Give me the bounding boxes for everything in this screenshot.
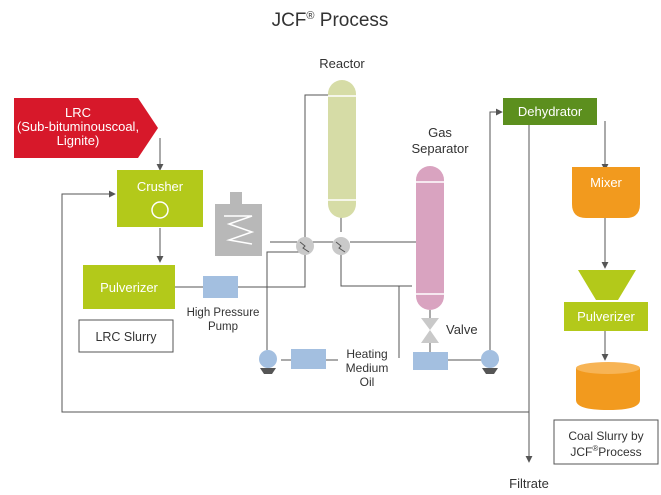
valve-label: Valve (446, 322, 478, 337)
pulverizer-left: Pulverizer (83, 265, 175, 309)
heater-unit (215, 192, 262, 256)
dehydrator-label: Dehydrator (518, 104, 583, 119)
reactor: Reactor (319, 56, 365, 218)
mixer: Mixer (572, 167, 640, 218)
lrc-label-line2: (Sub-bituminouscoal, (17, 119, 139, 134)
high-pressure-pump: High Pressure Pump (187, 276, 260, 333)
heating-medium-oil-label-line2: Medium (346, 361, 389, 375)
heat-exchanger-icon (224, 215, 255, 245)
filtrate-tank (413, 352, 448, 370)
high-pressure-pump-label-line2: Pump (208, 321, 238, 333)
filtrate-label: Filtrate (509, 476, 549, 491)
lrc-label-line1: LRC (65, 105, 91, 120)
gas-separator: Gas Separator (411, 125, 469, 310)
heat-exchanger-2 (332, 237, 350, 255)
lrc-slurry-label-box: LRC Slurry (78, 319, 174, 353)
valve-icon (421, 318, 439, 343)
crusher-rotor-icon (151, 201, 169, 219)
lrc-slurry-label: LRC Slurry (95, 330, 157, 344)
gas-separator-label-line1: Gas (428, 125, 452, 140)
heating-medium-oil-label: Heating Medium Oil (346, 347, 389, 389)
gas-separator-label-line2: Separator (411, 141, 469, 156)
pulverizer-right-label: Pulverizer (577, 309, 635, 324)
pump-icon (481, 350, 499, 368)
heating-medium-oil-label-line3: Oil (360, 375, 375, 389)
pulverizer-left-label: Pulverizer (100, 280, 158, 295)
coal-slurry-label-line2: JCF®Process (570, 444, 641, 459)
pulverizer-right: Pulverizer (564, 270, 648, 331)
heating-medium-pump (259, 350, 277, 374)
lrc-label-line3: Lignite) (57, 133, 100, 148)
dehydrator: Dehydrator (503, 98, 597, 125)
coal-slurry-label-box: Coal Slurry by JCF®Process (553, 419, 659, 465)
reactor-label: Reactor (319, 56, 365, 71)
crusher-label: Crusher (137, 179, 184, 194)
lrc-feed: LRC (Sub-bituminouscoal, Lignite) (14, 98, 158, 158)
product-tank (576, 362, 640, 410)
pump-icon (259, 350, 277, 368)
mixer-label: Mixer (590, 175, 622, 190)
diagram-title: JCF® Process (272, 10, 389, 31)
heating-medium-oil-label-line1: Heating (346, 347, 387, 361)
transfer-pump (481, 350, 499, 374)
heat-exchanger-2-icon (335, 241, 346, 253)
coal-slurry-label-line1: Coal Slurry by (568, 429, 643, 443)
high-pressure-pump-label-line1: High Pressure (187, 307, 260, 319)
valve: Valve (421, 318, 478, 343)
heat-exchanger-1 (296, 237, 314, 255)
crusher: Crusher (117, 170, 203, 227)
heat-exchanger-1-icon (299, 241, 310, 253)
heating-medium-heater (291, 349, 326, 369)
